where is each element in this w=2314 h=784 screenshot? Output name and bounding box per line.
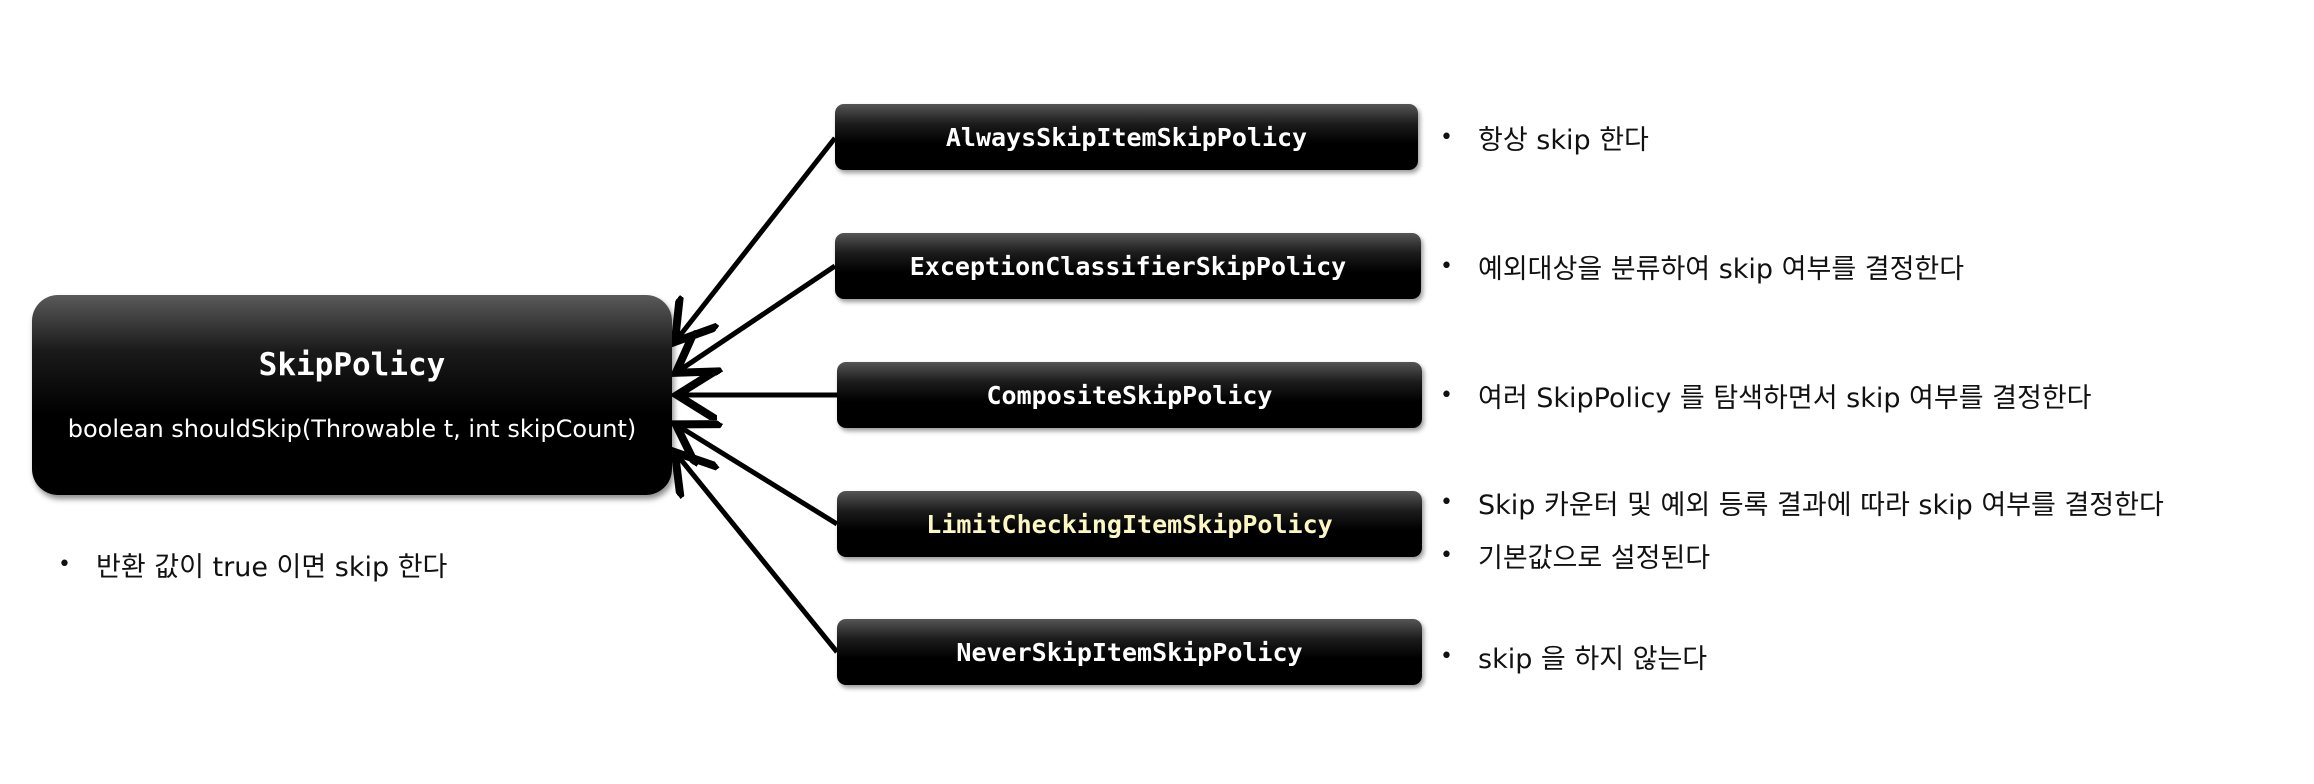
limit-checking-description-1-text: Skip 카운터 및 예외 등록 결과에 따라 skip 여부를 결정한다: [1478, 490, 2164, 521]
bullet-icon: •: [1440, 383, 1453, 408]
arrow-never-skip: [678, 456, 839, 654]
always-skip-policy-box: AlwaysSkipItemSkipPolicy: [835, 104, 1418, 170]
skip-policy-interface-box: SkipPolicy boolean shouldSkip(Throwable …: [32, 295, 672, 495]
composite-policy-box: CompositeSkipPolicy: [837, 362, 1422, 428]
return-value-note: • 반환 값이 true 이면 skip 한다: [58, 545, 447, 584]
limit-checking-policy-name: LimitCheckingItemSkipPolicy: [926, 509, 1333, 539]
should-skip-signature: boolean shouldSkip(Throwable t, int skip…: [67, 415, 637, 443]
composite-description-text: 여러 SkipPolicy 를 탐색하면서 skip 여부를 결정한다: [1478, 383, 2092, 414]
exception-classifier-policy-name: ExceptionClassifierSkipPolicy: [909, 251, 1347, 281]
exception-classifier-policy-box: ExceptionClassifierSkipPolicy: [835, 233, 1421, 299]
bullet-icon: •: [1440, 125, 1453, 150]
return-value-note-text: 반환 값이 true 이면 skip 한다: [96, 552, 448, 583]
bullet-icon: •: [1440, 543, 1453, 568]
arrow-exception-classifier: [680, 263, 837, 370]
exception-classifier-description: • 예외대상을 분류하여 skip 여부를 결정한다: [1440, 247, 1964, 286]
limit-checking-description-1: • Skip 카운터 및 예외 등록 결과에 따라 skip 여부를 결정한다: [1440, 483, 2164, 522]
always-skip-description: • 항상 skip 한다: [1440, 118, 1649, 157]
bullet-icon: •: [1440, 254, 1453, 279]
arrow-always-skip: [678, 136, 837, 338]
always-skip-policy-name: AlwaysSkipItemSkipPolicy: [945, 122, 1308, 152]
arrow-limit-checking: [680, 427, 839, 527]
limit-checking-policy-box: LimitCheckingItemSkipPolicy: [837, 491, 1422, 557]
always-skip-description-text: 항상 skip 한다: [1478, 125, 1649, 156]
skip-policy-title: SkipPolicy: [258, 347, 446, 383]
exception-classifier-description-text: 예외대상을 분류하여 skip 여부를 결정한다: [1478, 254, 1965, 285]
bullet-icon: •: [1440, 490, 1453, 515]
never-skip-description: • skip 을 하지 않는다: [1440, 637, 1707, 676]
never-skip-policy-name: NeverSkipItemSkipPolicy: [956, 637, 1303, 667]
bullet-icon: •: [1440, 644, 1453, 669]
never-skip-policy-box: NeverSkipItemSkipPolicy: [837, 619, 1422, 685]
never-skip-description-text: skip 을 하지 않는다: [1478, 644, 1708, 675]
bullet-icon: •: [58, 552, 71, 577]
composite-policy-name: CompositeSkipPolicy: [986, 380, 1273, 410]
composite-description: • 여러 SkipPolicy 를 탐색하면서 skip 여부를 결정한다: [1440, 376, 2092, 415]
limit-checking-description-2-text: 기본값으로 설정된다: [1478, 543, 1711, 574]
limit-checking-description-2: • 기본값으로 설정된다: [1440, 536, 1710, 575]
